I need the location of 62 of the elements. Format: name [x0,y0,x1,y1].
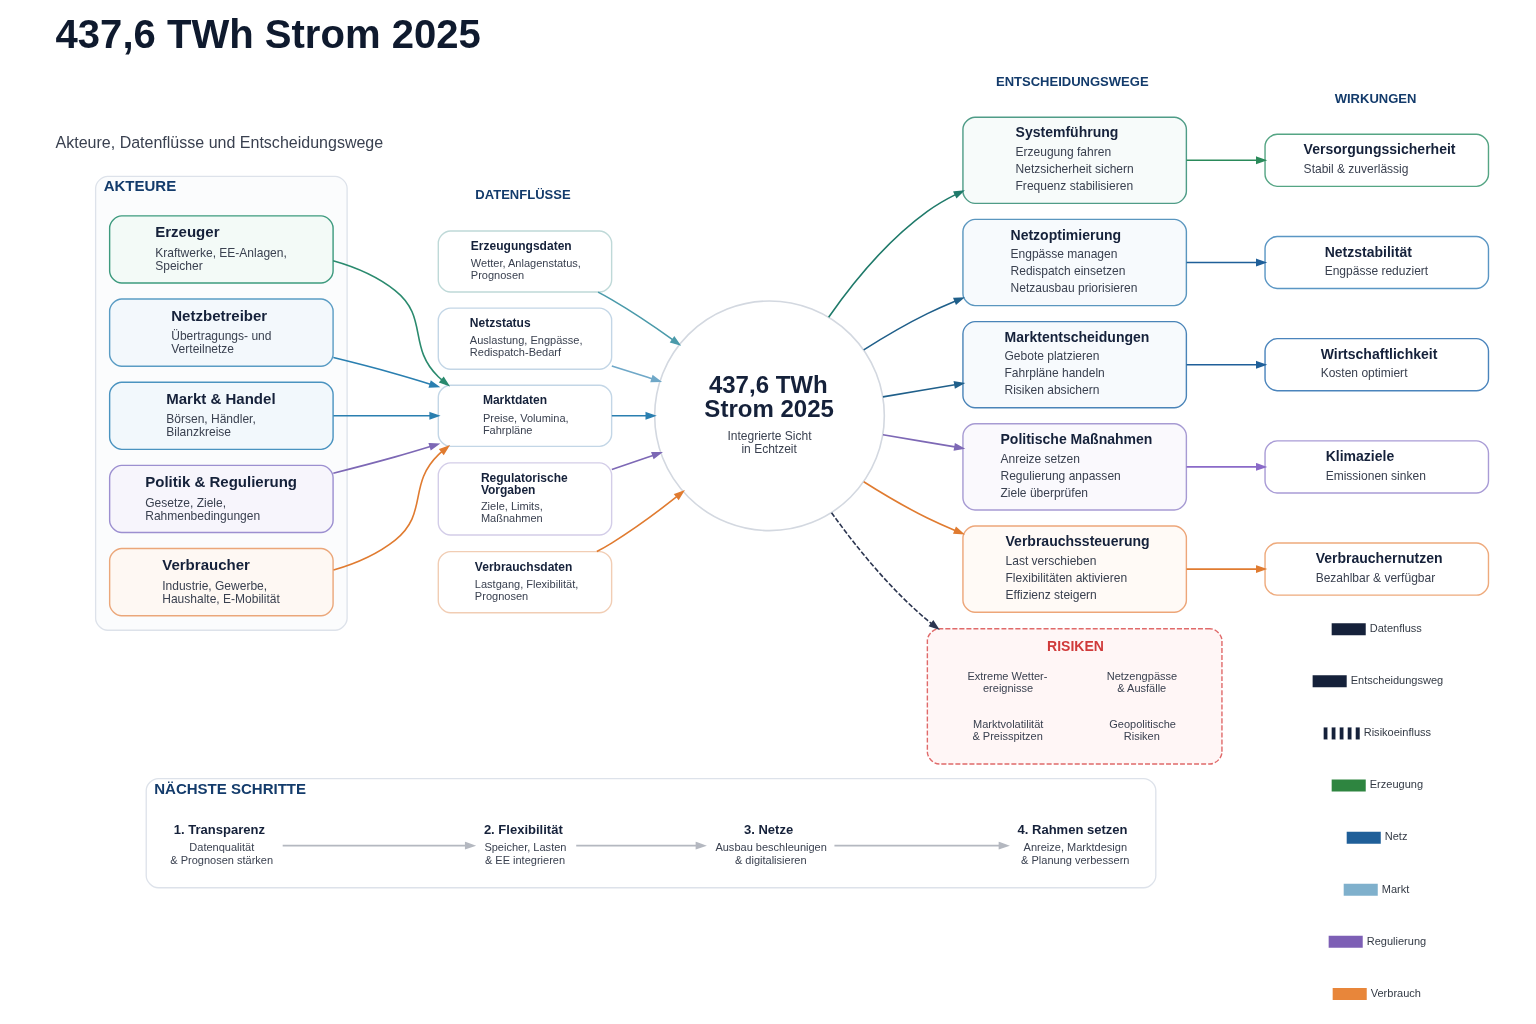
arrow [332,259,451,386]
node-box: Verbrauchsdaten Lastgang, Flexibilität, Prognosen [437,550,613,613]
arrow [833,841,1010,850]
arrow [596,489,685,552]
label: ENTSCHEIDUNGSWEGE [996,73,1149,89]
arrow [332,442,441,474]
arrow [611,451,663,470]
node-box: Verbrauchssteuerung Last verschieben Flexibilitäten aktivieren Effizienz steigern [962,524,1188,613]
arrow [332,411,441,420]
node-box: Systemführung Erzeugung fahren Netzsicherheit sichern Frequenz stabilisieren [962,116,1188,204]
node-text: 4. Rahmen setzen Anreize, Marktdesign & Planung verbessern [1017,821,1130,865]
legend-label: Erzeugung [1369,777,1424,790]
arrow [597,290,682,346]
legend-label: Markt [1381,882,1410,895]
node-box: Netzoptimierung Engpässe managen Redispatch einsetzen Netzausbau priorisieren [962,218,1188,306]
arrow [1185,258,1268,266]
arrow [332,444,451,571]
node-text: 2. Flexibilität Speicher, Lasten & EE integrieren [483,821,567,865]
node-box: Netzbetreiber Übertragungs- und Verteilnetze [108,297,334,367]
legend-label: Datenfluss [1369,621,1422,634]
node-box: Netzstatus Auslastung, Engpässe, Redispatch-Bedarf [437,306,613,370]
arrow [862,480,965,534]
node-box: Erzeuger Kraftwerke, EE-Anlagen, Speicher [108,214,334,284]
label: Akteure, Datenflüsse und Entscheidungswege [55,132,384,151]
legend-label: Entscheidungsweg [1350,673,1444,686]
node-box: Marktentscheidungen Gebote platzieren Fahrpläne handeln Risiken absichern [962,320,1188,408]
arrow [882,380,966,398]
node-text: 3. Netze Ausbau beschleunigen & digitalisieren [715,821,827,865]
arrow [1185,564,1268,573]
node-box: Marktdaten Preise, Volumina, Fahrpläne [437,384,613,447]
node-box: Markt & Handel Börsen, Händler, Bilanzkreise [108,381,334,450]
arrow [281,841,477,850]
label: WIRKUNGEN [1334,90,1417,106]
arrow [611,364,663,382]
arrow [1185,360,1268,369]
node-box: Verbrauchernutzen Bezahlbar & verfügbar [1264,541,1490,596]
node-box: Wirtschaftlichkeit Kosten optimiert [1264,337,1490,391]
arrow [830,511,940,630]
node-box: Politische Maßnahmen Anreize setzen Regulierung anpassen Ziele überprüfen [962,422,1188,511]
arrow [1185,155,1268,164]
node-box: Erzeugungsdaten Wetter, Anlagenstatus, Prognosen [437,229,613,293]
arrow [862,296,965,351]
node-box: Verbraucher Industrie, Gewerbe, Haushalte, E-Mobilität [108,547,334,616]
legend-label: Netz [1384,829,1408,842]
legend-label: Verbrauch [1370,986,1421,999]
node-box: Netzstabilität Engpässe reduziert [1264,235,1490,289]
arrow [827,189,965,318]
label: DATENFLÜSSE [475,186,571,202]
legend-label: Risikoeinfluss [1363,725,1432,738]
arrow [1185,462,1268,471]
node-box: Politik & Regulierung Gesetze, Ziele, Rahmenbedingungen [108,464,334,533]
arrow [332,356,441,388]
diagram-title: 437,6 TWh Strom 2025 [55,11,481,56]
node-box: Versorgungssicherheit Stabil & zuverlässig [1264,133,1490,187]
arrow [575,841,707,850]
legend-label: Regulierung [1366,934,1427,947]
node-box: Regulatorische Vorgaben Ziele, Limits, Maßnahmen [437,461,613,536]
node-box: RISIKEN Extreme Wetter- ereignisse Netzengpässe & Ausfälle Marktvolatilität & Preisspitzen Geopolitische Risiken [926,627,1223,765]
node-box: Klimaziele Emissionen sinken [1264,439,1490,494]
arrow [611,411,657,420]
node-text: 1. Transparenz Datenqualität & Prognosen stärken [170,821,274,865]
arrow [882,433,966,451]
